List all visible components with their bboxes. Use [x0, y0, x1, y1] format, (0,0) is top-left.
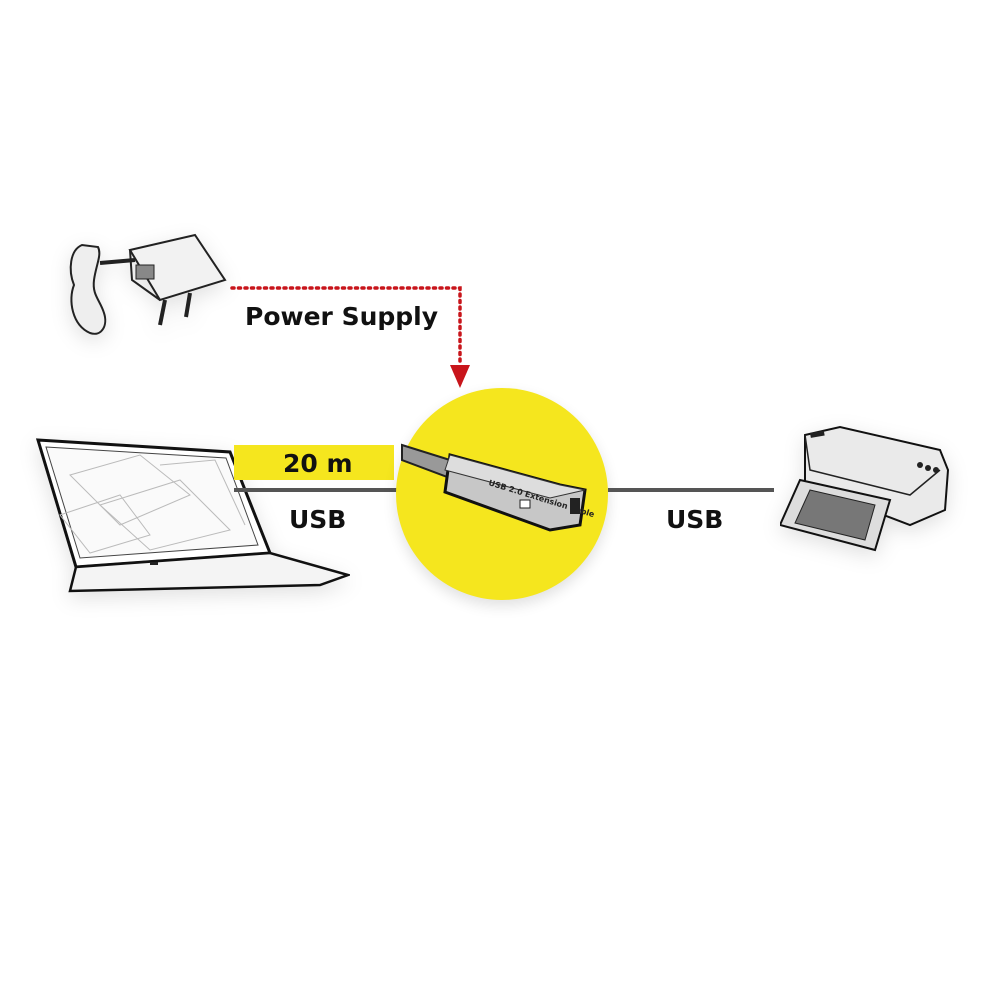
cable-length-label: 20 m [283, 449, 353, 478]
power-connection-arrow [230, 280, 480, 395]
usb-line-right [608, 488, 774, 492]
usb-line-left [234, 488, 399, 492]
laptop-icon [30, 435, 353, 600]
usb-label-left: USB [289, 505, 347, 534]
usb-extension-cable-icon: USB 2.0 Extension Cable [400, 430, 600, 540]
printer-icon [778, 425, 955, 560]
power-supply-label: Power Supply [245, 302, 439, 331]
power-adapter-icon [60, 225, 230, 345]
cable-length-bar [234, 445, 394, 480]
usb-label-right: USB [666, 505, 724, 534]
